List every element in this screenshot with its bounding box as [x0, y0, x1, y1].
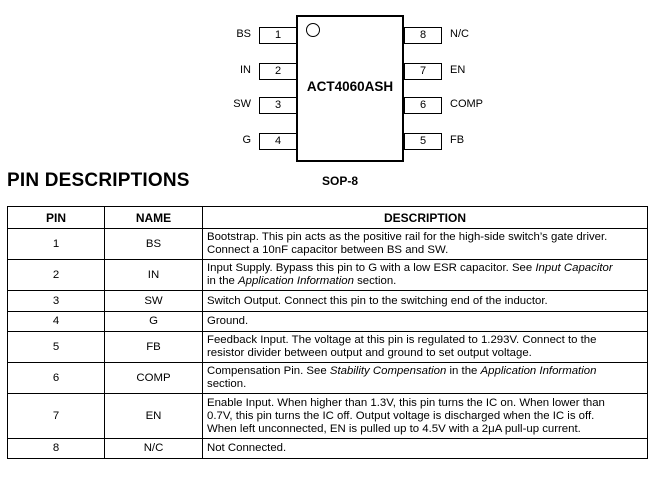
pin-number-cell: 7	[7, 393, 105, 439]
pin-name-cell: BS	[104, 228, 203, 260]
header-description: DESCRIPTION	[202, 206, 648, 229]
package-name: SOP-8	[322, 174, 359, 188]
description-line: Enable Input. When higher than 1.3V, thi…	[207, 396, 605, 409]
pin-name-cell: IN	[104, 259, 203, 291]
pin-label-g: G	[242, 134, 251, 146]
pin-name-cell: SW	[104, 290, 203, 312]
ic-pinout-diagram: ACT4060ASH BS 1 IN 2 SW 3 G 4 8 N/C 7 EN…	[0, 0, 652, 200]
description-line: Switch Output. Connect this pin to the s…	[207, 294, 548, 307]
pin-description-cell: Feedback Input. The voltage at this pin …	[202, 331, 648, 363]
pin-description-cell: Enable Input. When higher than 1.3V, thi…	[202, 393, 648, 439]
description-line: Input Supply. Bypass this pin to G with …	[207, 262, 613, 274]
pin-3-box: 3	[259, 97, 297, 114]
pin-6-box: 6	[404, 97, 442, 114]
pin-description-cell: Bootstrap. This pin acts as the positive…	[202, 228, 648, 260]
pin-label-fb: FB	[450, 134, 465, 146]
pin-label-bs: BS	[236, 28, 251, 40]
description-line: Compensation Pin. See Stability Compensa…	[207, 365, 597, 377]
pin-number-cell: 1	[7, 228, 105, 260]
pin-label-nc: N/C	[450, 28, 469, 40]
pin-description-cell: Input Supply. Bypass this pin to G with …	[202, 259, 648, 291]
pin-8-box: 8	[404, 27, 442, 44]
table-header-row: PIN NAME DESCRIPTION	[7, 206, 648, 229]
description-line: Feedback Input. The voltage at this pin …	[207, 334, 597, 346]
pin-description-cell: Switch Output. Connect this pin to the s…	[202, 290, 648, 312]
pin-number-cell: 5	[7, 331, 105, 363]
header-pin: PIN	[7, 206, 105, 229]
pin-description-cell: Ground.	[202, 311, 648, 332]
pin-name-cell: COMP	[104, 362, 203, 394]
pin-name-cell: G	[104, 311, 203, 332]
part-number: ACT4060ASH	[306, 79, 394, 94]
description-line: Bootstrap. This pin acts as the positive…	[207, 231, 608, 243]
pin-label-sw: SW	[233, 98, 251, 110]
description-line: 0.7V, this pin turns the IC off. Output …	[207, 409, 595, 422]
pin-label-comp: COMP	[450, 98, 483, 110]
header-name: NAME	[104, 206, 203, 229]
pin-label-en: EN	[450, 64, 466, 76]
section-title: PIN DESCRIPTIONS	[7, 170, 190, 191]
pin-4-box: 4	[259, 133, 297, 150]
pin-name-cell: FB	[104, 331, 203, 363]
pin-5-box: 5	[404, 133, 442, 150]
pin1-notch-marker	[306, 23, 320, 37]
pin-number-cell: 2	[7, 259, 105, 291]
pin-label-in: IN	[240, 64, 251, 76]
description-line: section.	[207, 378, 247, 390]
pin-1-box: 1	[259, 27, 297, 44]
pin-name-cell: EN	[104, 393, 203, 439]
pin-number-cell: 6	[7, 362, 105, 394]
pin-number-cell: 3	[7, 290, 105, 312]
description-line: resistor divider between output and grou…	[207, 347, 532, 359]
description-line: Connect a 10nF capacitor between BS and …	[207, 244, 449, 256]
pin-description-cell: Compensation Pin. See Stability Compensa…	[202, 362, 648, 394]
pin-7-box: 7	[404, 63, 442, 80]
pin-2-box: 2	[259, 63, 297, 80]
description-line: Ground.	[207, 315, 249, 327]
description-line: Not Connected.	[207, 442, 287, 454]
description-line: When left unconnected, EN is pulled up t…	[207, 422, 581, 435]
pin-description-cell: Not Connected.	[202, 438, 648, 459]
pin-number-cell: 8	[7, 438, 105, 459]
pin-number-cell: 4	[7, 311, 105, 332]
description-line: in the Application Information section.	[207, 275, 397, 287]
pin-name-cell: N/C	[104, 438, 203, 459]
ic-package-body: ACT4060ASH	[296, 15, 404, 162]
